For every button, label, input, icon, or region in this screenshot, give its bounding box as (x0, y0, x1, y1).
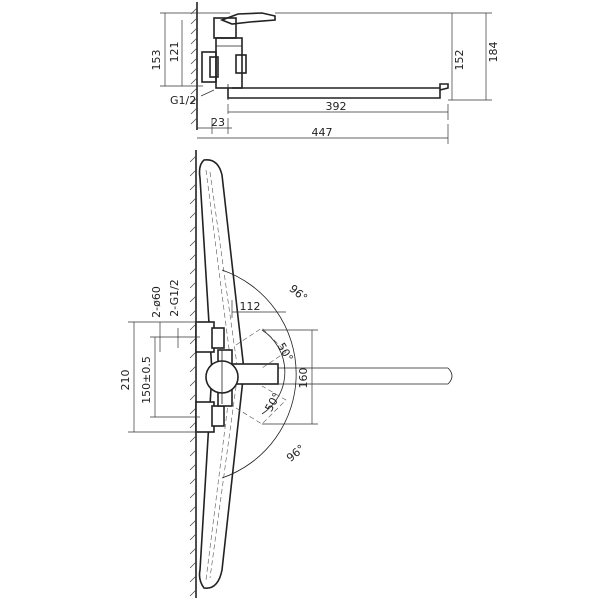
dim-210: 210 (119, 370, 132, 391)
angle-50-bottom: 50° (262, 391, 283, 414)
thread-g12-bottom: 2-G1/2 (168, 279, 181, 317)
dim-447: 447 (312, 126, 333, 139)
dim-392: 392 (326, 100, 347, 113)
rotation-arcs (221, 269, 297, 479)
dim-121: 121 (168, 42, 181, 63)
dim-152: 152 (453, 50, 466, 71)
top-view: 153 121 152 184 G1/2 392 23 447 (150, 2, 500, 144)
top-dimensions (160, 12, 492, 144)
bottom-dimensions (128, 300, 318, 433)
bottom-faucet-body (195, 321, 453, 433)
angle-96-bottom: 96° (284, 442, 307, 464)
thread-g12-top: G1/2 (170, 94, 196, 107)
dim-112: 112 (240, 300, 261, 313)
hole-diameter-label: 2-ø60 (150, 286, 163, 318)
dim-160: 160 (297, 368, 310, 389)
top-faucet-body (201, 12, 449, 100)
angle-96-top: 96° (287, 282, 310, 304)
dim-184: 184 (487, 42, 500, 63)
bottom-wall-hatch (189, 150, 197, 598)
dim-153: 153 (150, 50, 163, 71)
dim-150: 150±0.5 (140, 356, 153, 404)
top-wall-hatch (190, 2, 198, 130)
bottom-view: 210 150±0.5 2-ø60 2-G1/2 112 160 96° 96°… (119, 150, 453, 598)
dim-23: 23 (211, 116, 225, 129)
